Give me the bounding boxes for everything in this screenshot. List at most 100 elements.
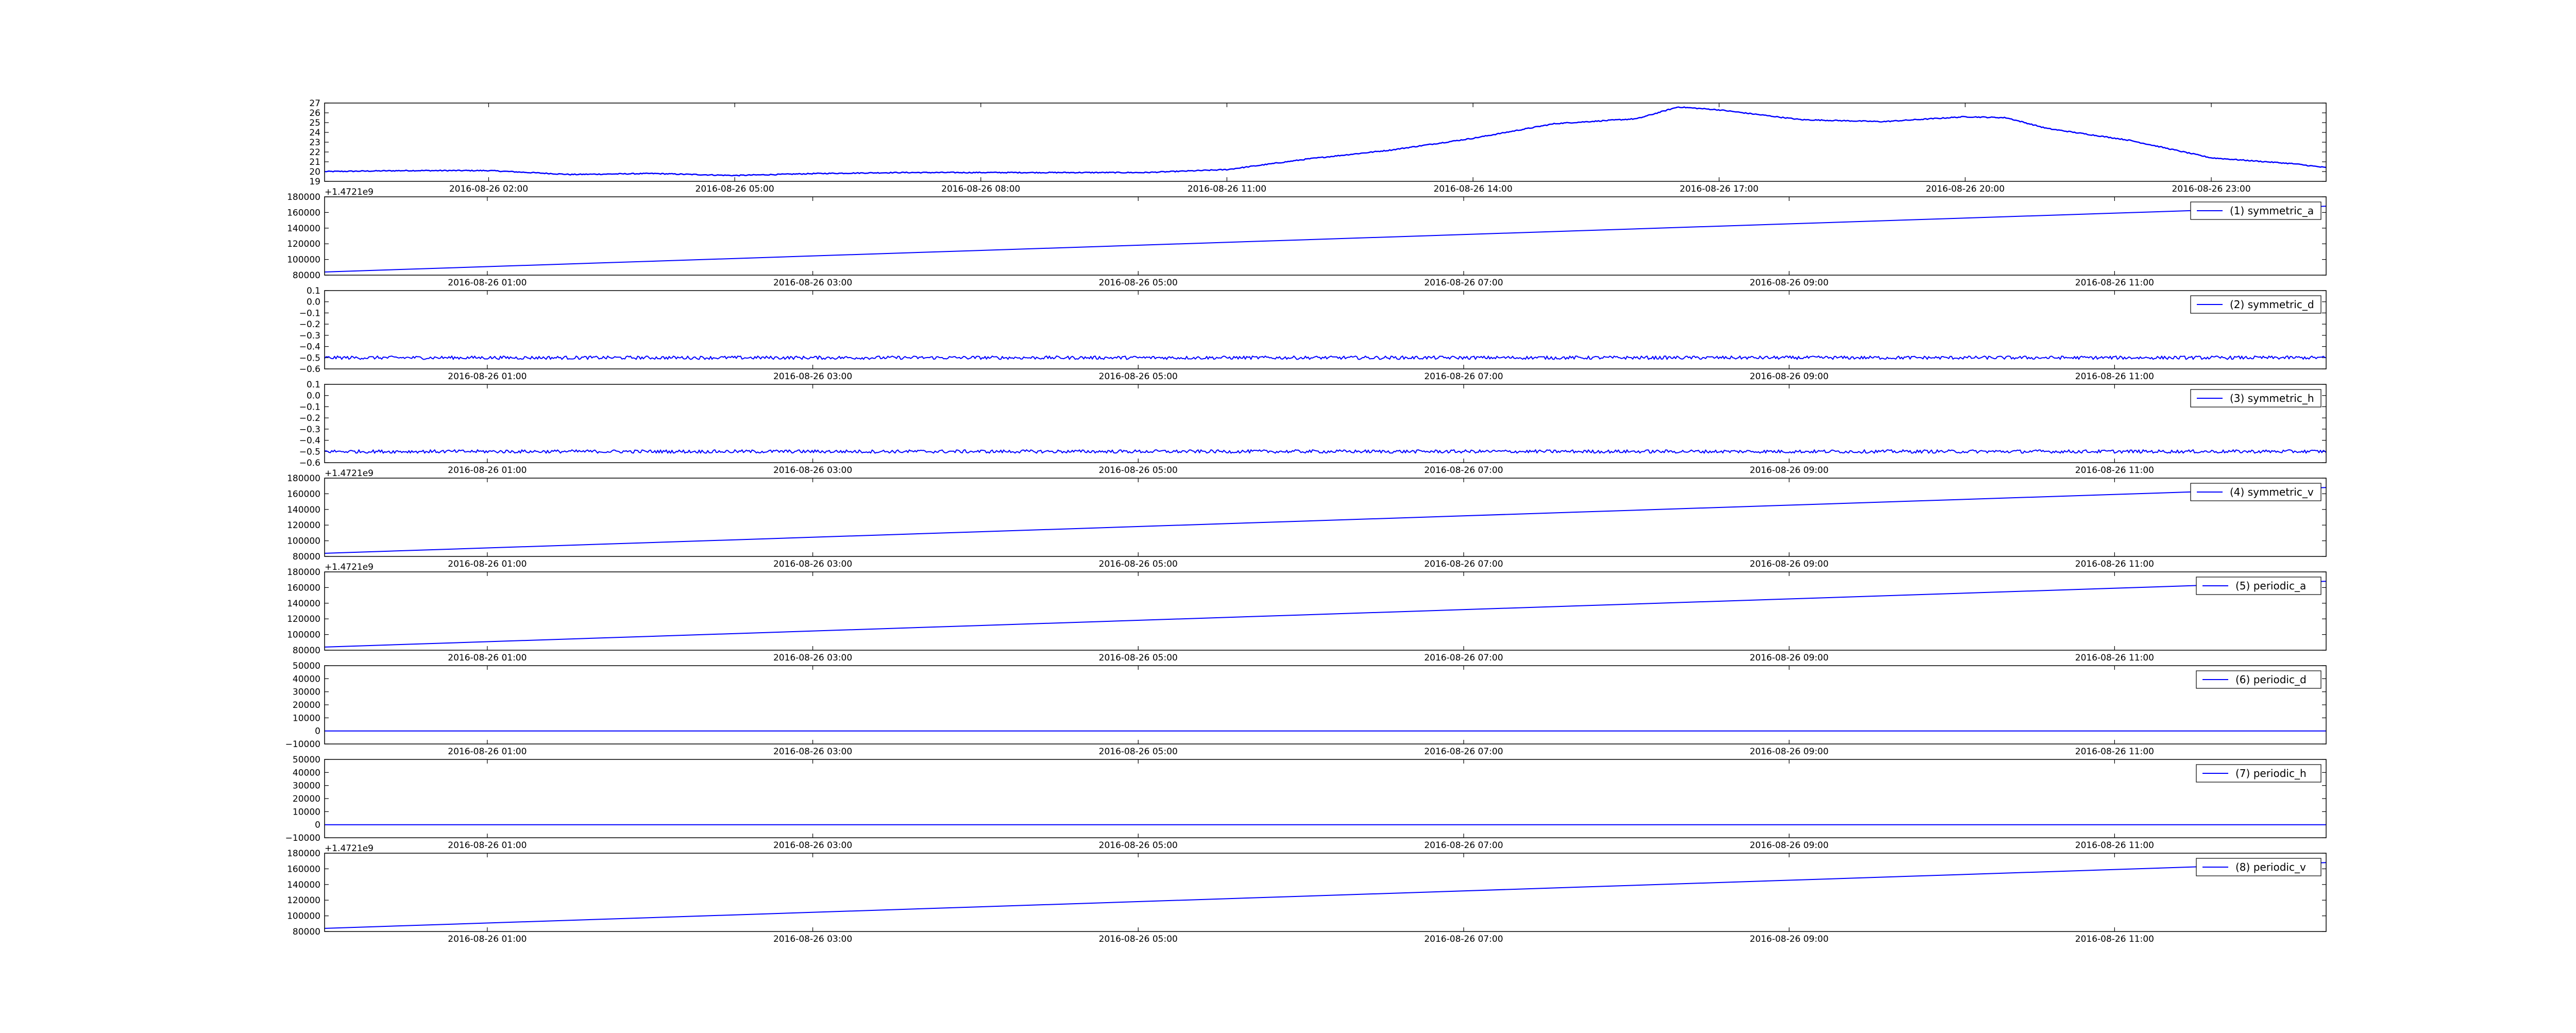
y-tick-label: 80000 <box>293 552 320 562</box>
x-tick-label: 2016-08-26 02:00 <box>449 184 528 194</box>
y-tick-label: 25 <box>309 118 320 128</box>
y-tick-label: 180000 <box>287 849 320 859</box>
y-tick-label: 0.1 <box>307 286 320 296</box>
symmetric-v-panel: 800001000001200001400001600001800002016-… <box>287 468 2327 569</box>
x-tick-label: 2016-08-26 01:00 <box>448 840 527 851</box>
legend: (2) symmetric_d <box>2190 295 2321 314</box>
x-tick-label: 2016-08-26 01:00 <box>448 371 527 382</box>
y-tick-label: 80000 <box>293 927 320 937</box>
y-tick-label: 140000 <box>287 224 320 234</box>
symmetric-d-panel: −0.6−0.5−0.4−0.3−0.2−0.10.00.12016-08-26… <box>299 286 2327 382</box>
x-tick-label: 2016-08-26 09:00 <box>1750 465 1828 476</box>
y-tick-label: −0.3 <box>299 425 320 435</box>
periodic-d-panel: −10000010000200003000040000500002016-08-… <box>285 661 2327 757</box>
axes-frame <box>324 665 2327 744</box>
y-tick-label: 27 <box>309 98 320 109</box>
x-tick-label: 2016-08-26 09:00 <box>1750 934 1828 944</box>
legend: (1) symmetric_a <box>2190 201 2321 220</box>
y-tick-label: −0.5 <box>299 447 320 457</box>
legend-label: (5) periodic_a <box>2235 580 2306 592</box>
x-tick-label: 2016-08-26 09:00 <box>1750 559 1828 569</box>
y-tick-label: 0.0 <box>307 297 320 308</box>
y-tick-label: 30000 <box>293 687 320 698</box>
axes-frame <box>324 384 2327 463</box>
y-tick-label: 50000 <box>293 661 320 671</box>
periodic-h-panel: −10000010000200003000040000500002016-08-… <box>285 755 2327 851</box>
x-tick-label: 2016-08-26 01:00 <box>448 278 527 288</box>
y-tick-label: 0 <box>315 820 320 831</box>
y-tick-label: −0.4 <box>299 342 320 352</box>
x-tick-label: 2016-08-26 05:00 <box>1099 465 1178 476</box>
y-tick-label: 180000 <box>287 567 320 578</box>
x-tick-label: 2016-08-26 11:00 <box>2075 278 2154 288</box>
x-tick-label: 2016-08-26 03:00 <box>773 840 852 851</box>
legend-label: (8) periodic_v <box>2235 861 2306 873</box>
legend-label: (6) periodic_d <box>2235 673 2307 686</box>
y-tick-label: 160000 <box>287 864 320 874</box>
x-tick-label: 2016-08-26 05:00 <box>1099 934 1178 944</box>
x-tick-label: 2016-08-26 09:00 <box>1750 747 1828 757</box>
series-line <box>324 106 2327 177</box>
x-tick-label: 2016-08-26 17:00 <box>1680 184 1758 194</box>
x-tick-label: 2016-08-26 09:00 <box>1750 278 1828 288</box>
series-line <box>324 862 2327 929</box>
x-tick-label: 2016-08-26 08:00 <box>941 184 1020 194</box>
y-tick-label: 180000 <box>287 473 320 484</box>
x-tick-label: 2016-08-26 05:00 <box>1099 653 1178 663</box>
x-tick-label: 2016-08-26 09:00 <box>1750 840 1828 851</box>
axes-frame <box>324 103 2327 182</box>
y-tick-label: 0.0 <box>307 391 320 401</box>
x-tick-label: 2016-08-26 09:00 <box>1750 653 1828 663</box>
x-tick-label: 2016-08-26 07:00 <box>1424 465 1503 476</box>
y-tick-label: −10000 <box>285 833 320 843</box>
periodic-v-panel: 800001000001200001400001600001800002016-… <box>287 843 2327 944</box>
legend: (6) periodic_d <box>2196 670 2321 689</box>
series-line <box>324 487 2327 554</box>
y-tick-label: 20000 <box>293 700 320 710</box>
y-tick-label: −0.5 <box>299 353 320 363</box>
x-tick-label: 2016-08-26 07:00 <box>1424 559 1503 569</box>
x-tick-label: 2016-08-26 11:00 <box>1188 184 1266 194</box>
x-tick-label: 2016-08-26 23:00 <box>2172 184 2250 194</box>
x-tick-label: 2016-08-26 03:00 <box>773 559 852 569</box>
y-tick-label: 160000 <box>287 583 320 593</box>
y-tick-label: 120000 <box>287 520 320 531</box>
offset-label: +1.4721e9 <box>325 187 374 197</box>
y-tick-label: 40000 <box>293 768 320 778</box>
x-tick-label: 2016-08-26 09:00 <box>1750 371 1828 382</box>
y-tick-label: 20000 <box>293 794 320 804</box>
y-tick-label: −0.4 <box>299 436 320 446</box>
x-tick-label: 2016-08-26 05:00 <box>1099 559 1178 569</box>
legend-box <box>2190 483 2321 501</box>
legend-label: (7) periodic_h <box>2235 767 2307 780</box>
y-tick-label: 22 <box>309 147 320 158</box>
y-tick-label: −0.2 <box>299 413 320 424</box>
x-tick-label: 2016-08-26 14:00 <box>1433 184 1512 194</box>
axes-frame <box>324 571 2327 651</box>
legend-label: (3) symmetric_h <box>2230 392 2314 404</box>
series-line <box>324 355 2327 360</box>
x-tick-label: 2016-08-26 01:00 <box>448 934 527 944</box>
y-tick-label: −0.3 <box>299 331 320 341</box>
legend-label: (4) symmetric_v <box>2230 486 2314 498</box>
x-tick-label: 2016-08-26 03:00 <box>773 653 852 663</box>
x-tick-label: 2016-08-26 07:00 <box>1424 371 1503 382</box>
y-tick-label: 40000 <box>293 674 320 684</box>
y-tick-label: 19 <box>309 177 320 187</box>
x-tick-label: 2016-08-26 11:00 <box>2075 653 2154 663</box>
y-tick-label: 21 <box>309 157 320 167</box>
x-tick-label: 2016-08-26 03:00 <box>773 371 852 382</box>
y-tick-label: 23 <box>309 138 320 148</box>
series-line <box>324 581 2327 648</box>
y-tick-label: 10000 <box>293 713 320 723</box>
periodic-a-panel: 800001000001200001400001600001800002016-… <box>287 562 2327 663</box>
symmetric-a-panel: 800001000001200001400001600001800002016-… <box>287 187 2327 288</box>
y-tick-label: 30000 <box>293 781 320 791</box>
axes-frame <box>324 196 2327 276</box>
x-tick-label: 2016-08-26 05:00 <box>1099 278 1178 288</box>
x-tick-label: 2016-08-26 01:00 <box>448 747 527 757</box>
y-tick-label: 100000 <box>287 630 320 640</box>
